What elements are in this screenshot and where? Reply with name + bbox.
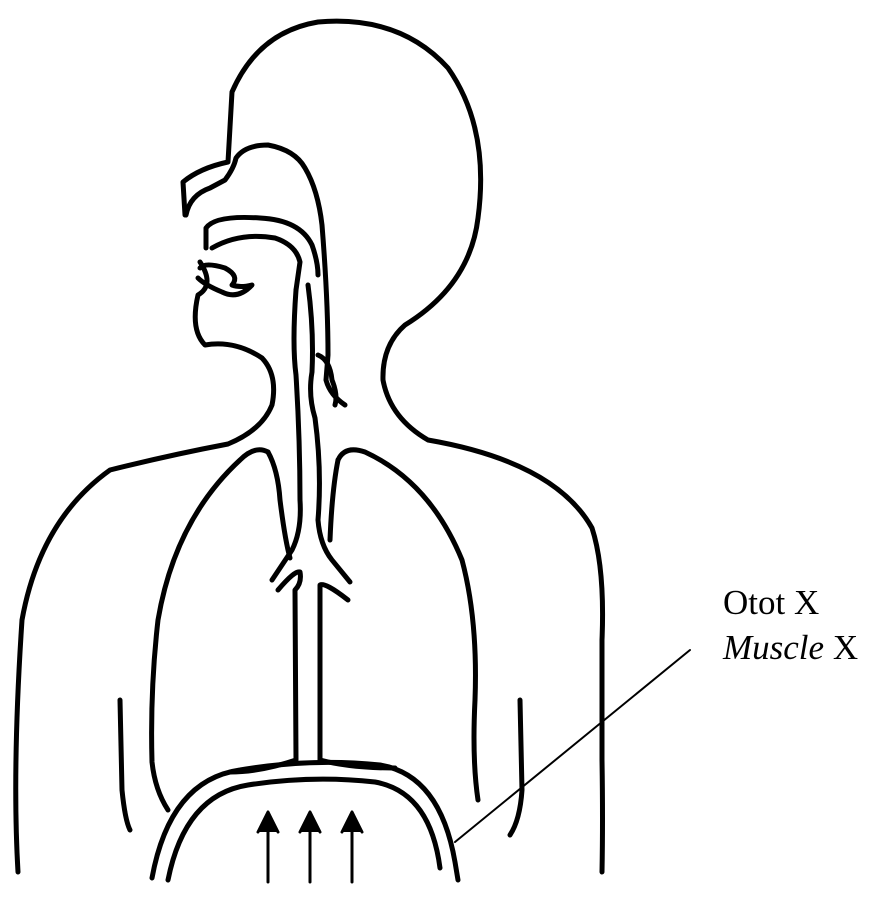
lung-left [152, 450, 268, 810]
ribcage-left [120, 700, 130, 830]
body-outline-left [16, 262, 274, 872]
bronchus-left [230, 572, 300, 772]
lung-left-inner [268, 452, 290, 558]
label-otot-x: Otot X [723, 585, 819, 620]
lung-right-inner [330, 460, 338, 540]
bronchus-right [320, 585, 395, 768]
label-pointer-line [455, 650, 690, 842]
ribcage-right [510, 700, 522, 835]
palate-lower [212, 236, 300, 290]
arrow-up-2 [300, 812, 320, 882]
arrow-up-3 [342, 812, 362, 882]
label-muscle-suffix: X [824, 628, 858, 667]
arrow-up-1 [258, 812, 278, 882]
label-muscle-word: Muscle [723, 628, 824, 667]
lung-right [338, 450, 478, 800]
label-muscle-x: Muscle X [723, 630, 858, 665]
